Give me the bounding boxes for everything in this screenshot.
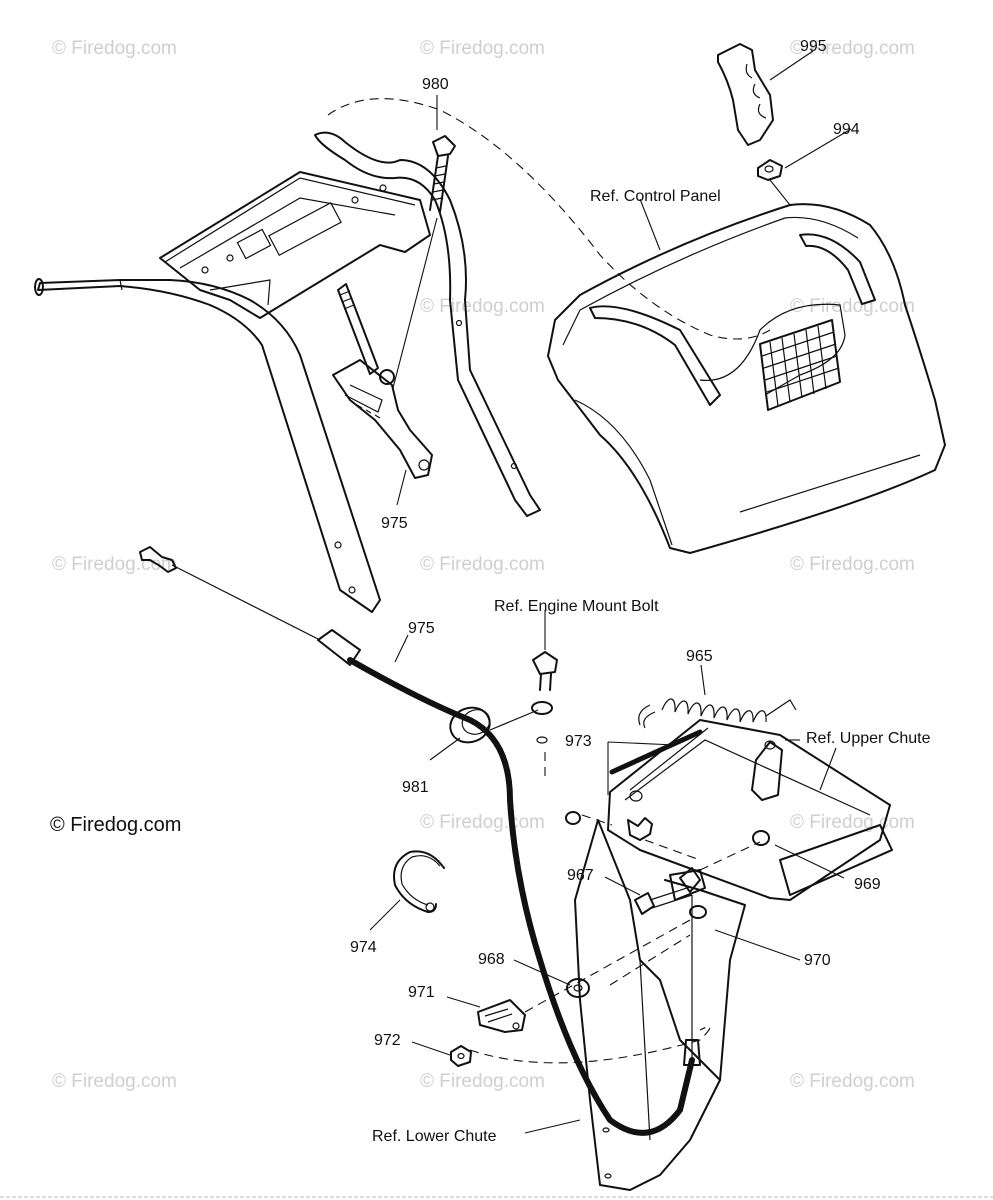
label-974: 974 [350, 939, 377, 956]
watermark: © Firedog.com [790, 1071, 915, 1092]
control-panel [327, 98, 946, 554]
leader-lines [369, 50, 852, 1134]
label-975-cable: 975 [408, 620, 435, 637]
watermark: © Firedog.com [790, 38, 915, 59]
watermark: © Firedog.com [420, 1071, 545, 1092]
part-labels: 995 994 980 Ref. Control Panel 975 975 R… [350, 38, 931, 1145]
watermark: © Firedog.com [790, 554, 915, 575]
label-971: 971 [408, 984, 435, 1001]
label-975-shift: 975 [381, 515, 408, 532]
label-994: 994 [833, 121, 860, 138]
label-972: 972 [374, 1032, 401, 1049]
copyright-notice: © Firedog.com [50, 814, 181, 836]
label-995: 995 [800, 38, 827, 55]
label-lower-chute: Ref. Lower Chute [372, 1128, 497, 1145]
chute-assembly [450, 698, 893, 1191]
watermark: © Firedog.com [420, 296, 545, 317]
control-cable [139, 546, 695, 1136]
watermark: © Firedog.com [420, 554, 545, 575]
label-973: 973 [565, 733, 592, 750]
label-control-panel: Ref. Control Panel [590, 188, 721, 205]
label-965: 965 [686, 648, 713, 665]
label-980: 980 [422, 76, 449, 93]
watermark: © Firedog.com [420, 38, 545, 59]
handlebar-assembly [34, 131, 541, 613]
watermark: © Firedog.com [52, 1071, 177, 1092]
watermark: © Firedog.com [420, 812, 545, 833]
label-969: 969 [854, 876, 881, 893]
label-970: 970 [804, 952, 831, 969]
label-engine-mount-bolt: Ref. Engine Mount Bolt [494, 598, 659, 615]
label-967: 967 [567, 867, 594, 884]
retaining-ring [393, 850, 445, 913]
watermark: © Firedog.com [790, 812, 915, 833]
label-upper-chute: Ref. Upper Chute [806, 730, 931, 747]
watermark: © Firedog.com [52, 38, 177, 59]
watermark: © Firedog.com [790, 296, 915, 317]
watermarks: © Firedog.com © Firedog.com © Firedog.co… [52, 38, 915, 1092]
label-968: 968 [478, 951, 505, 968]
grip-and-nut [717, 43, 791, 206]
label-981: 981 [402, 779, 429, 796]
